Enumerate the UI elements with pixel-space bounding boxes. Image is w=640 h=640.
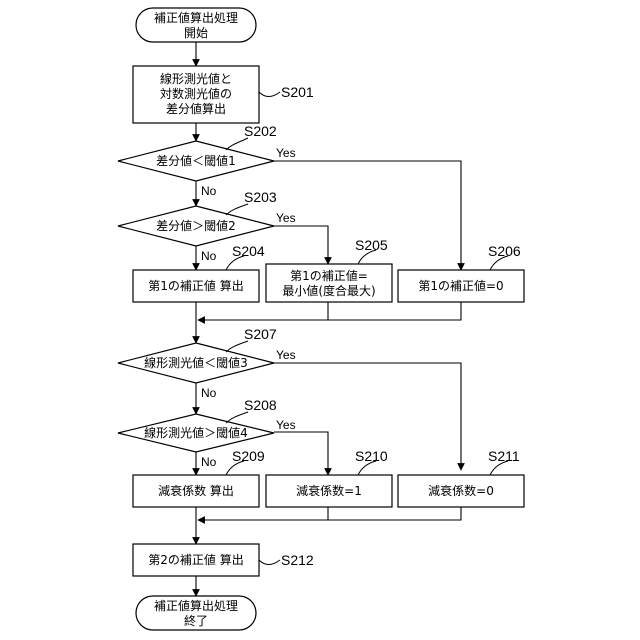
process-s205-line-2: 最小値(度合最大) (282, 283, 375, 298)
start-terminal-line-2: 開始 (184, 26, 208, 40)
process-s211: 減衰係数=0 (398, 475, 524, 507)
decision-s207: 線形測光値＜閾値3 (118, 343, 274, 383)
step-label-s209: S209 (232, 448, 265, 464)
process-s210-text: 減衰係数=1 (296, 483, 362, 498)
step-label-s204: S204 (232, 243, 265, 259)
step-label-s210: S210 (355, 448, 388, 464)
s203-no-label: No (201, 249, 217, 263)
process-s201-line-2: 対数測光値の (160, 86, 232, 101)
s207-yes-label: Yes (276, 348, 296, 362)
decision-s203: 差分値＞閾値2 (118, 206, 274, 246)
process-s205: 第1の補正値= 最小値(度合最大) (266, 264, 392, 302)
process-s209: 減衰係数 算出 (133, 475, 259, 507)
process-s211-text: 減衰係数=0 (428, 483, 494, 498)
s208-leader (226, 412, 248, 423)
process-s204-text: 第1の補正値 算出 (148, 278, 243, 293)
step-label-s206: S206 (488, 243, 521, 259)
connectors (196, 42, 461, 596)
process-s201-line-3: 差分値算出 (166, 101, 226, 116)
end-terminal-line-1: 補正値算出処理 (154, 598, 238, 613)
s208-yes-label: Yes (276, 418, 296, 432)
process-s212-text: 第2の補正値 算出 (148, 552, 243, 567)
step-label-s212: S212 (281, 552, 314, 568)
s203-leader (226, 204, 248, 215)
s212-leader (259, 560, 280, 565)
step-label-s202: S202 (244, 123, 277, 139)
step-label-s203: S203 (244, 189, 277, 205)
s207-leader (226, 341, 248, 352)
s202-no-label: No (201, 184, 217, 198)
step-label-s208: S208 (244, 397, 277, 413)
process-s206-text: 第1の補正値=0 (418, 278, 503, 293)
start-terminal-line-1: 補正値算出処理 (154, 10, 238, 25)
step-label-s201: S201 (281, 84, 314, 100)
decision-s208-text: 線形測光値＞閾値4 (144, 425, 248, 440)
step-label-s211: S211 (488, 448, 520, 464)
s207-no-label: No (201, 386, 217, 400)
process-s205-line-1: 第1の補正値= (290, 268, 368, 283)
decision-s203-text: 差分値＞閾値2 (156, 218, 236, 233)
process-s204: 第1の補正値 算出 (133, 270, 259, 302)
s202-leader (226, 138, 248, 150)
end-terminal-line-2: 終了 (184, 613, 208, 628)
start-terminal: 補正値算出処理 開始 (136, 8, 256, 42)
process-s210: 減衰係数=1 (266, 475, 392, 507)
s203-yes-label: Yes (276, 211, 296, 225)
process-s206: 第1の補正値=0 (398, 270, 524, 302)
end-terminal: 補正値算出処理 終了 (136, 596, 256, 630)
process-s209-text: 減衰係数 算出 (158, 483, 234, 498)
decision-s208: 線形測光値＞閾値4 (118, 414, 274, 452)
decision-s202: 差分値＜閾値1 (118, 141, 274, 181)
process-s212: 第2の補正値 算出 (133, 544, 259, 576)
decision-s207-text: 線形測光値＜閾値3 (144, 355, 248, 370)
s202-yes-label: Yes (276, 146, 296, 160)
step-label-s205: S205 (355, 237, 388, 253)
step-label-s207: S207 (244, 326, 277, 342)
s208-no-label: No (201, 455, 217, 469)
s201-leader (259, 92, 280, 97)
process-s201-line-1: 線形測光値と (160, 71, 232, 86)
decision-s202-text: 差分値＜閾値1 (156, 153, 236, 168)
process-s201: 線形測光値と 対数測光値の 差分値算出 (133, 66, 259, 123)
